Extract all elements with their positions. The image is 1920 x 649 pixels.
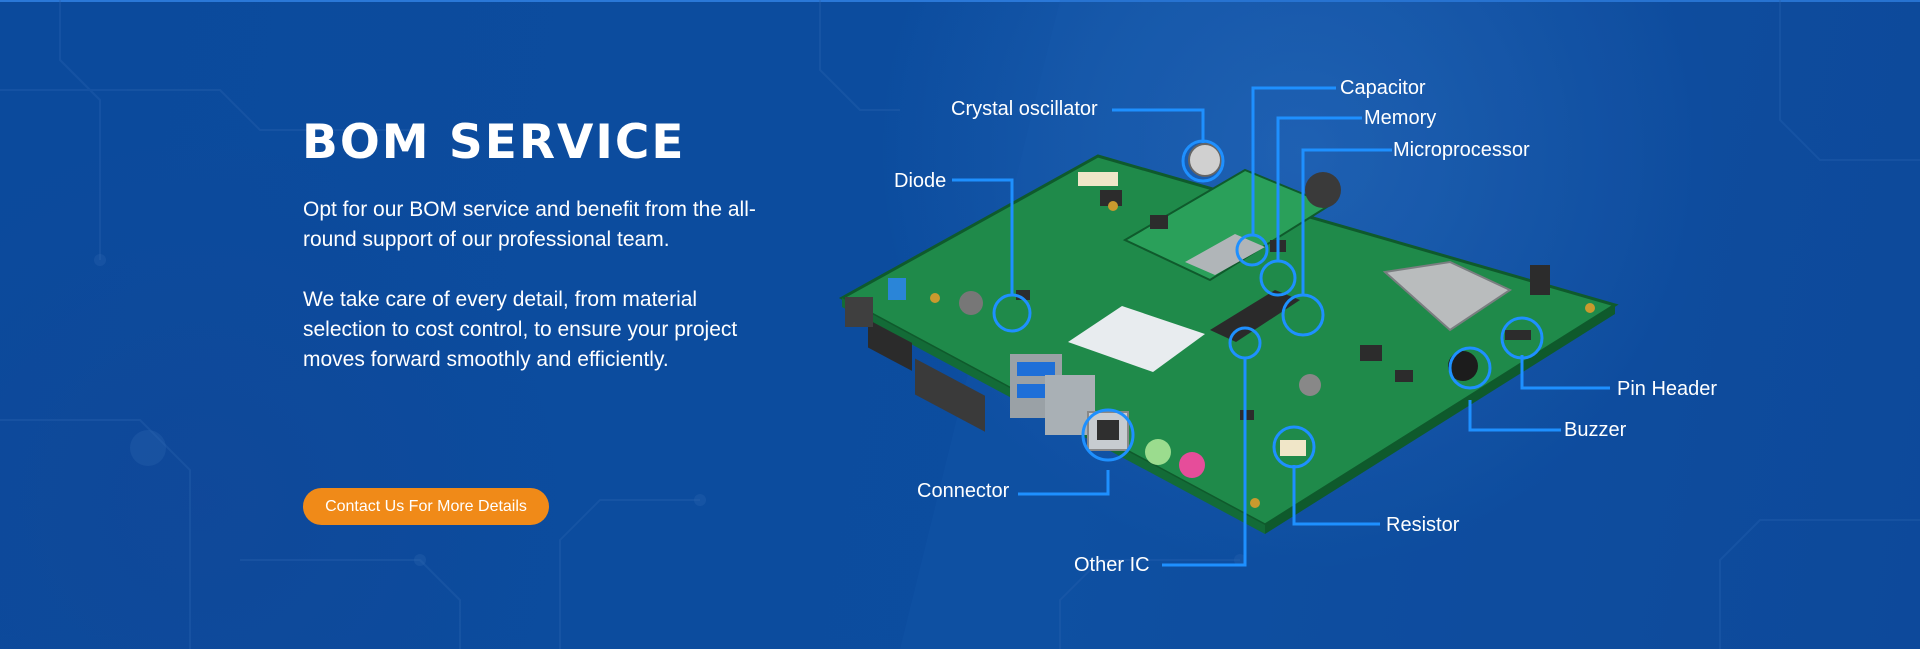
label-capacitor: Capacitor: [1340, 77, 1426, 99]
callout-markers: [992, 139, 1544, 469]
label-resistor: Resistor: [1386, 514, 1460, 536]
serial-port: [915, 358, 985, 432]
label-other-ic: Other IC: [1074, 554, 1150, 576]
label-crystal-oscillator: Crystal oscillator: [951, 98, 1098, 120]
audio-jack-green: [1145, 439, 1171, 465]
hdmi-port: [868, 319, 912, 371]
label-pin-header: Pin Header: [1617, 378, 1718, 400]
label-diode: Diode: [894, 170, 947, 192]
callout-lines: [952, 86, 1610, 567]
label-memory: Memory: [1364, 107, 1437, 129]
top-border: [0, 0, 1920, 2]
m2-card: [1068, 306, 1205, 372]
label-buzzer: Buzzer: [1564, 419, 1627, 441]
contact-us-button[interactable]: Contact Us For More Details: [303, 488, 549, 525]
intro-paragraph: Opt for our BOM service and benefit from…: [303, 198, 756, 251]
page-title: BOM SERVICE: [302, 115, 686, 170]
processor-chip: [1382, 260, 1513, 332]
detail-paragraph: We take care of every detail, from mater…: [303, 288, 738, 371]
audio-jack-pink: [1179, 452, 1205, 478]
label-microprocessor: Microprocessor: [1393, 139, 1530, 161]
label-connector: Connector: [917, 480, 1010, 502]
